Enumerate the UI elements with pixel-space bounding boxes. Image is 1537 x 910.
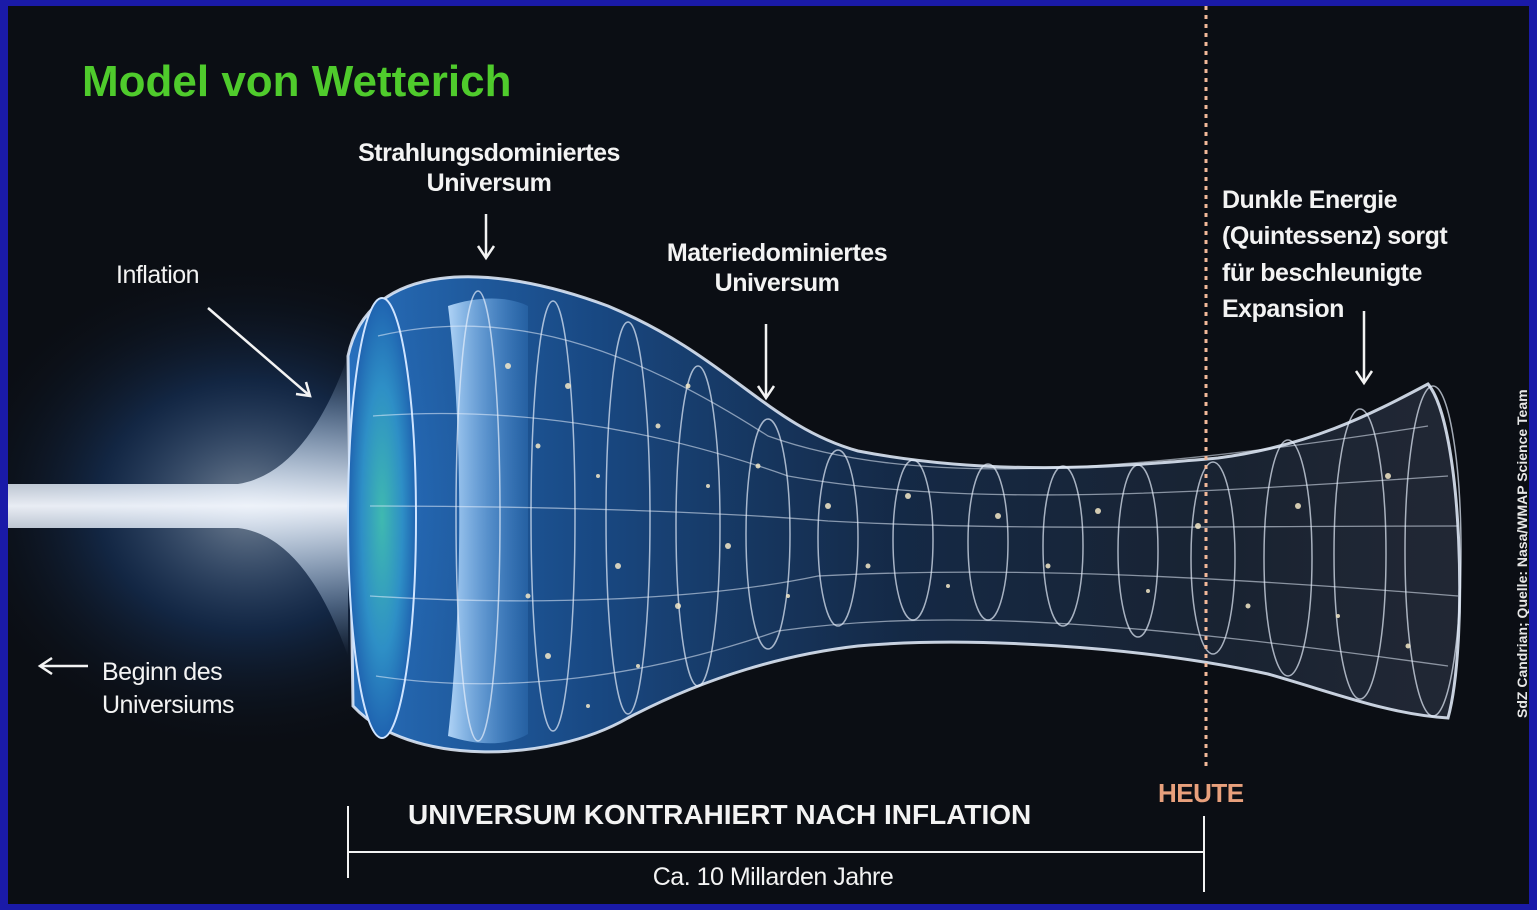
label-contraction: UNIVERSUM KONTRAHIERT NACH INFLATION bbox=[408, 798, 1031, 832]
radiation-band bbox=[448, 299, 528, 744]
label-today: HEUTE bbox=[1158, 778, 1244, 809]
cmb-disc bbox=[348, 298, 416, 738]
label-beginning: Beginn des Universiums bbox=[102, 656, 234, 721]
label-inflation: Inflation bbox=[116, 260, 199, 290]
label-duration: Ca. 10 Millarden Jahre bbox=[608, 862, 938, 892]
label-dark-energy: Dunkle Energie (Quintessenz) sorgt für b… bbox=[1222, 182, 1447, 327]
label-matter-dominated: Materiedominiertes Universum bbox=[642, 238, 912, 298]
label-radiation-dominated: Strahlungsdominiertes Universum bbox=[354, 138, 624, 198]
universe-funnel-diagram bbox=[8, 6, 1529, 904]
diagram-frame: Model von Wetterich Strahlungsdominierte… bbox=[8, 6, 1529, 904]
diagram-title: Model von Wetterich bbox=[82, 56, 511, 109]
image-credit: SdZ Candrian; Quelle: Nasa/WMAP Science … bbox=[1514, 389, 1529, 718]
